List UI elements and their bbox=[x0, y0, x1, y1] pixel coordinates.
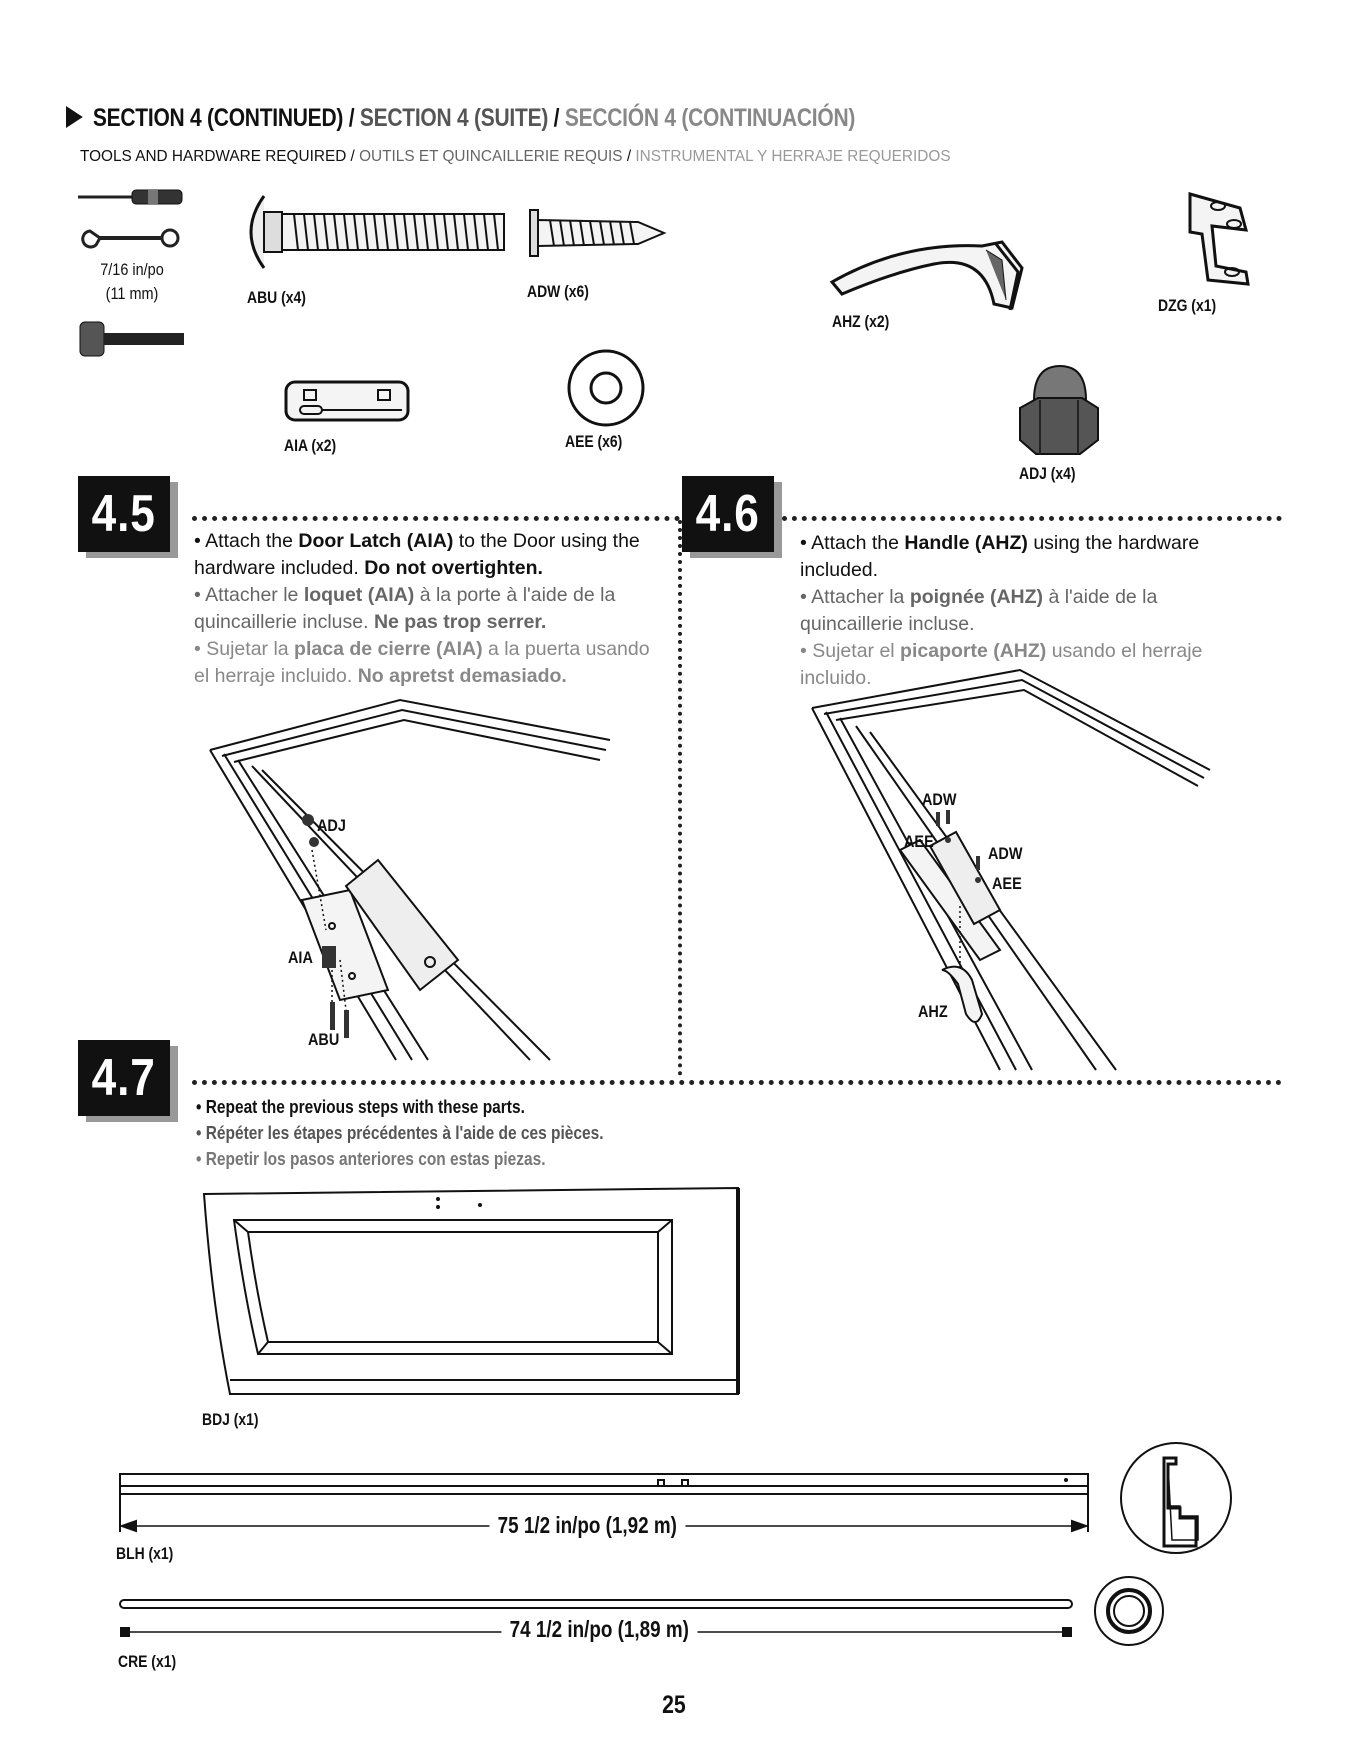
callout-adw-2: ADW bbox=[988, 844, 1023, 864]
part-name: placa de cierre (AIA) bbox=[294, 638, 483, 660]
instruction-en: • Attach the Door Latch (AIA) to the Doo… bbox=[194, 528, 664, 582]
door-panel-bdj-diagram bbox=[202, 1184, 742, 1404]
part-label-blh: BLH (x1) bbox=[116, 1544, 173, 1564]
callout-ahz: AHZ bbox=[918, 1002, 948, 1022]
rod-profile-icon bbox=[1092, 1574, 1168, 1650]
subtitle-separator: / bbox=[346, 148, 359, 165]
callout-aia: AIA bbox=[288, 948, 313, 968]
text: • Sujetar la bbox=[194, 638, 294, 660]
subtitle-es: INSTRUMENTAL Y HERRAJE REQUERIDOS bbox=[635, 148, 950, 165]
text: • Attach the bbox=[800, 532, 904, 554]
part-label-dzg: DZG (x1) bbox=[1158, 296, 1216, 316]
callout-aee-1: AEE bbox=[904, 832, 934, 852]
carriage-bolt-abu-icon bbox=[238, 190, 508, 274]
heading-separator: / bbox=[343, 104, 360, 132]
instruction-fr: • Répéter les étapes précédentes à l'aid… bbox=[196, 1120, 603, 1146]
dotted-vertical-divider bbox=[678, 520, 682, 1076]
door-latch-aia-icon bbox=[282, 376, 412, 426]
dotted-divider bbox=[192, 1080, 1282, 1085]
heading-fr: SECTION 4 (SUITE) bbox=[360, 104, 548, 132]
heading-separator: / bbox=[548, 104, 565, 132]
part-label-cre: CRE (x1) bbox=[118, 1652, 176, 1672]
part-name: picaporte (AHZ) bbox=[900, 640, 1046, 662]
instruction-en: • Repeat the previous steps with these p… bbox=[196, 1094, 603, 1120]
step-badge-4-7: 4.7 bbox=[78, 1040, 170, 1116]
text: • Attacher la bbox=[800, 586, 910, 608]
step-badge-4-6: 4.6 bbox=[682, 476, 774, 552]
heading-en: SECTION 4 (CONTINUED) bbox=[93, 104, 343, 132]
wrench-icon bbox=[76, 226, 186, 250]
warning: Ne pas trop serrer. bbox=[374, 611, 546, 633]
subtitle-en: TOOLS AND HARDWARE REQUIRED bbox=[80, 148, 346, 165]
callout-adw-1: ADW bbox=[922, 790, 957, 810]
part-label-adj: ADJ (x4) bbox=[1019, 464, 1076, 484]
step-number: 4.6 bbox=[696, 484, 760, 544]
part-label-ahz: AHZ (x2) bbox=[832, 312, 889, 332]
part-label-adw: ADW (x6) bbox=[527, 282, 589, 302]
screw-adw-icon bbox=[528, 208, 668, 258]
track-profile-icon bbox=[1118, 1440, 1238, 1560]
step-4-7-instructions: • Repeat the previous steps with these p… bbox=[196, 1094, 603, 1172]
step-4-5-instructions: • Attach the Door Latch (AIA) to the Doo… bbox=[194, 528, 664, 690]
instruction-fr: • Attacher le loquet (AIA) à la porte à … bbox=[194, 582, 664, 636]
warning: Do not overtighten. bbox=[364, 557, 543, 579]
dimension-blh: 75 1/2 in/po (1,92 m) bbox=[489, 1512, 685, 1539]
triangle-bullet-icon bbox=[66, 106, 83, 128]
subtitle-fr: OUTILS ET QUINCAILLERIE REQUIS bbox=[359, 148, 622, 165]
text: • Sujetar el bbox=[800, 640, 900, 662]
heading-es: SECCIÓN 4 (CONTINUACIÓN) bbox=[565, 104, 855, 132]
callout-adj: ADJ bbox=[317, 816, 346, 836]
part-name: poignée (AHZ) bbox=[910, 586, 1043, 608]
text: • Attacher le bbox=[194, 584, 304, 606]
instruction-es: • Repetir los pasos anteriores con estas… bbox=[196, 1146, 603, 1172]
step-number: 4.5 bbox=[92, 484, 156, 544]
bracket-dzg-icon bbox=[1152, 190, 1252, 290]
part-name: Handle (AHZ) bbox=[904, 532, 1028, 554]
part-label-bdj: BDJ (x1) bbox=[202, 1410, 259, 1430]
step-4-6-instructions: • Attach the Handle (AHZ) using the hard… bbox=[800, 530, 1220, 692]
callout-aee-2: AEE bbox=[992, 874, 1022, 894]
tools-hardware-subtitle: TOOLS AND HARDWARE REQUIRED / OUTILS ET … bbox=[80, 148, 951, 166]
instruction-en: • Attach the Handle (AHZ) using the hard… bbox=[800, 530, 1220, 584]
step-badge-4-5: 4.5 bbox=[78, 476, 170, 552]
dotted-divider bbox=[192, 516, 680, 521]
wrench-size-label-1: 7/16 in/po bbox=[73, 260, 192, 280]
callout-abu: ABU bbox=[308, 1030, 339, 1050]
mallet-icon bbox=[78, 320, 188, 360]
part-name: Door Latch (AIA) bbox=[298, 530, 453, 552]
part-name: loquet (AIA) bbox=[304, 584, 414, 606]
door-latch-diagram bbox=[190, 690, 630, 1070]
dotted-divider bbox=[782, 516, 1282, 521]
page-number: 25 bbox=[662, 1691, 686, 1720]
dimension-cre: 74 1/2 in/po (1,89 m) bbox=[501, 1616, 697, 1643]
screwdriver-icon bbox=[76, 186, 186, 208]
handle-diagram bbox=[800, 670, 1220, 1070]
instruction-fr: • Attacher la poignée (AHZ) à l'aide de … bbox=[800, 584, 1220, 638]
warning: No apretst demasiado. bbox=[358, 665, 567, 687]
subtitle-separator: / bbox=[623, 148, 636, 165]
section-heading: SECTION 4 (CONTINUED) / SECTION 4 (SUITE… bbox=[66, 104, 855, 133]
wrench-size-label-2: (11 mm) bbox=[73, 284, 192, 304]
instruction-es: • Sujetar la placa de cierre (AIA) a la … bbox=[194, 636, 664, 690]
cap-nut-adj-icon bbox=[1014, 360, 1104, 460]
part-label-abu: ABU (x4) bbox=[247, 288, 306, 308]
part-label-aia: AIA (x2) bbox=[284, 436, 336, 456]
text: • Attach the bbox=[194, 530, 298, 552]
washer-aee-icon bbox=[566, 348, 646, 428]
part-label-aee: AEE (x6) bbox=[565, 432, 622, 452]
step-number: 4.7 bbox=[92, 1048, 156, 1108]
